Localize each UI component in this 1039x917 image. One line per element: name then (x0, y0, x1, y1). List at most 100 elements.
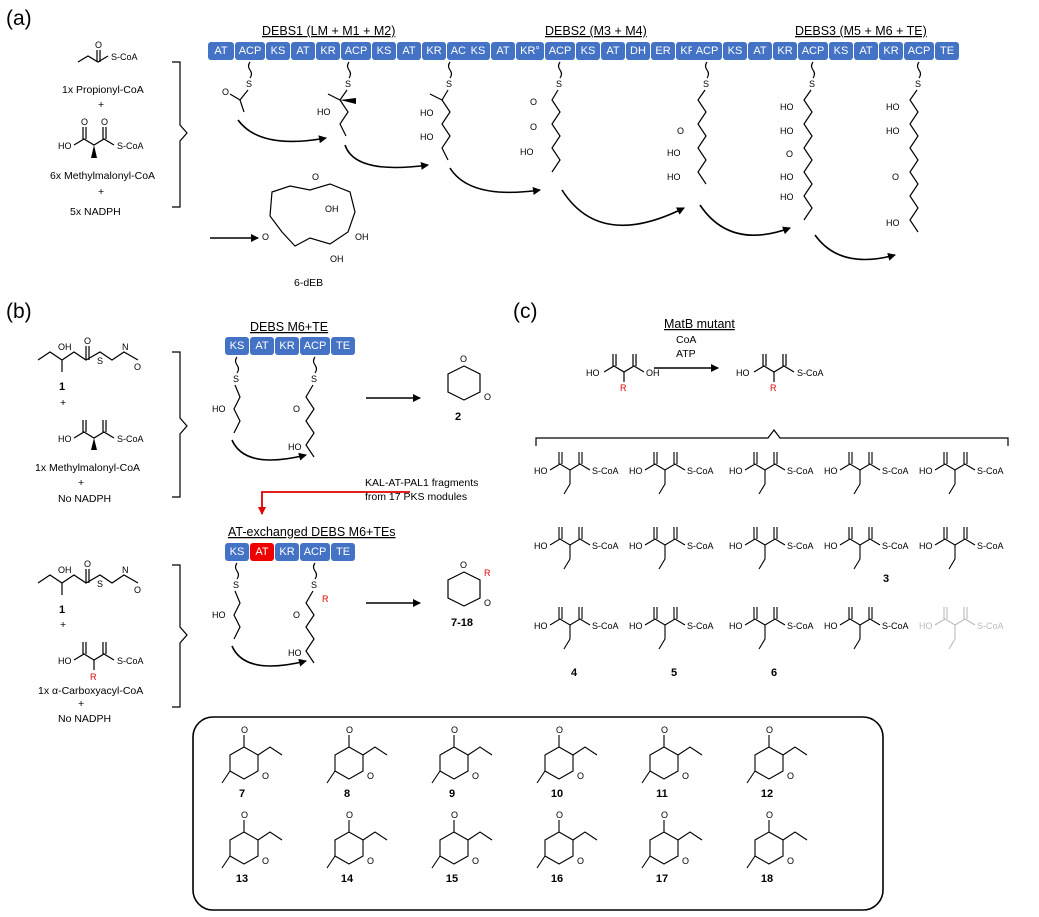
svg-text:O: O (262, 771, 269, 781)
svg-text:KS: KS (271, 45, 286, 57)
svg-text:S-CoA: S-CoA (882, 621, 909, 631)
svg-text:S: S (311, 374, 317, 384)
input-nadph: 5x NADPH (70, 206, 121, 218)
svg-text:O: O (367, 771, 374, 781)
carboxyacyl-coa-b: HO S-CoA R (58, 642, 144, 682)
svg-text:S: S (233, 374, 239, 384)
propionyl-coa-structure: O S-CoA (77, 40, 138, 63)
module-title-bottom: AT-exchanged DEBS M6+TEs (228, 525, 396, 539)
svg-text:HO: HO (729, 621, 743, 631)
compound-5-label: 5 (671, 667, 677, 679)
svg-text:O: O (682, 856, 689, 866)
svg-text:HO: HO (317, 107, 331, 117)
svg-text:O: O (892, 172, 899, 182)
svg-text:HO: HO (58, 141, 72, 151)
svg-text:S: S (233, 580, 239, 590)
input-methylmalonyl-coa-b: 1x Methylmalonyl-CoA (35, 462, 140, 474)
input-no-nadph-top: No NADPH (58, 493, 111, 505)
svg-text:O: O (346, 725, 353, 735)
input-methylmalonyl-coa: 6x Methylmalonyl-CoA (50, 170, 155, 182)
svg-text:AT: AT (859, 45, 873, 57)
svg-text:OH: OH (330, 254, 344, 264)
svg-text:ACP: ACP (802, 45, 825, 57)
svg-text:O: O (451, 810, 458, 820)
svg-text:KS: KS (230, 340, 245, 352)
svg-text:ACP: ACP (908, 45, 931, 57)
svg-text:S: S (809, 79, 815, 89)
substrate-1-bottom: OH O S N O (37, 559, 141, 595)
compound-1-bottom: 1 (59, 604, 65, 616)
panel-label-a: (a) (6, 7, 32, 30)
product-label-10: 10 (551, 788, 563, 800)
svg-text:ACP: ACP (696, 45, 719, 57)
svg-text:R: R (484, 568, 491, 578)
input-carboxyacyl-coa: 1x α-Carboxyacyl-CoA (38, 685, 143, 697)
svg-text:HO: HO (886, 218, 900, 228)
svg-text:O: O (766, 725, 773, 735)
svg-text:HO: HO (520, 147, 534, 157)
debs3-modules: KS AT KR ACP KS AT KR ACP TE (723, 42, 959, 60)
svg-text:HO: HO (58, 656, 72, 666)
svg-text:ER: ER (655, 45, 670, 57)
svg-text:S: S (246, 79, 252, 89)
svg-text:HO: HO (667, 172, 681, 182)
svg-text:O: O (766, 810, 773, 820)
svg-text:S-CoA: S-CoA (787, 621, 814, 631)
product-label-17: 17 (656, 873, 668, 885)
svg-text:ACP: ACP (549, 45, 572, 57)
svg-text:HO: HO (780, 172, 794, 182)
svg-text:S-CoA: S-CoA (592, 466, 619, 476)
svg-text:O: O (786, 149, 793, 159)
svg-text:S-CoA: S-CoA (882, 541, 909, 551)
6deb-structure: O OH OH OH O (262, 172, 369, 264)
svg-text:R: R (90, 672, 97, 682)
svg-text:O: O (460, 354, 467, 364)
svg-text:ACP: ACP (345, 45, 368, 57)
svg-text:S-CoA: S-CoA (797, 368, 824, 378)
svg-text:AT: AT (255, 340, 269, 352)
svg-text:OH: OH (355, 232, 369, 242)
svg-text:O: O (484, 598, 491, 608)
exchange-note-line2: from 17 PKS modules (365, 491, 467, 503)
compound-7-18-label: 7-18 (451, 617, 473, 629)
svg-text:OH: OH (58, 565, 72, 575)
svg-text:KR: KR (426, 45, 441, 57)
svg-text:HO: HO (667, 148, 681, 158)
svg-text:HO: HO (58, 434, 72, 444)
svg-text:O: O (95, 40, 102, 50)
svg-text:S-CoA: S-CoA (787, 466, 814, 476)
svg-text:AT: AT (496, 45, 510, 57)
svg-text:HO: HO (780, 192, 794, 202)
product-2-structure: O O (447, 354, 491, 402)
product-label-18: 18 (761, 873, 773, 885)
svg-text:O: O (134, 362, 141, 372)
methylmalonyl-coa-structure: O O HO S-CoA (58, 117, 144, 158)
svg-text:AT: AT (606, 45, 620, 57)
svg-text:KS: KS (230, 546, 245, 558)
svg-text:S-CoA: S-CoA (592, 621, 619, 631)
exchange-note-line1: KAL-AT-PAL1 fragments (365, 477, 478, 489)
at-exchange-arrow (258, 491, 410, 515)
svg-text:O: O (530, 97, 537, 107)
svg-text:HO: HO (824, 621, 838, 631)
svg-text:S: S (97, 579, 103, 589)
svg-text:AT: AT (255, 546, 269, 558)
svg-text:KR: KR (279, 340, 294, 352)
svg-text:O: O (677, 126, 684, 136)
svg-text:KS: KS (834, 45, 849, 57)
plus-b3: + (60, 619, 66, 631)
intermediate-chain-7: S HO HO O HO (886, 61, 922, 233)
svg-text:O: O (530, 122, 537, 132)
svg-text:O: O (556, 725, 563, 735)
svg-text:S: S (703, 79, 709, 89)
methylmalonyl-coa-b: HO S-CoA (58, 420, 144, 450)
